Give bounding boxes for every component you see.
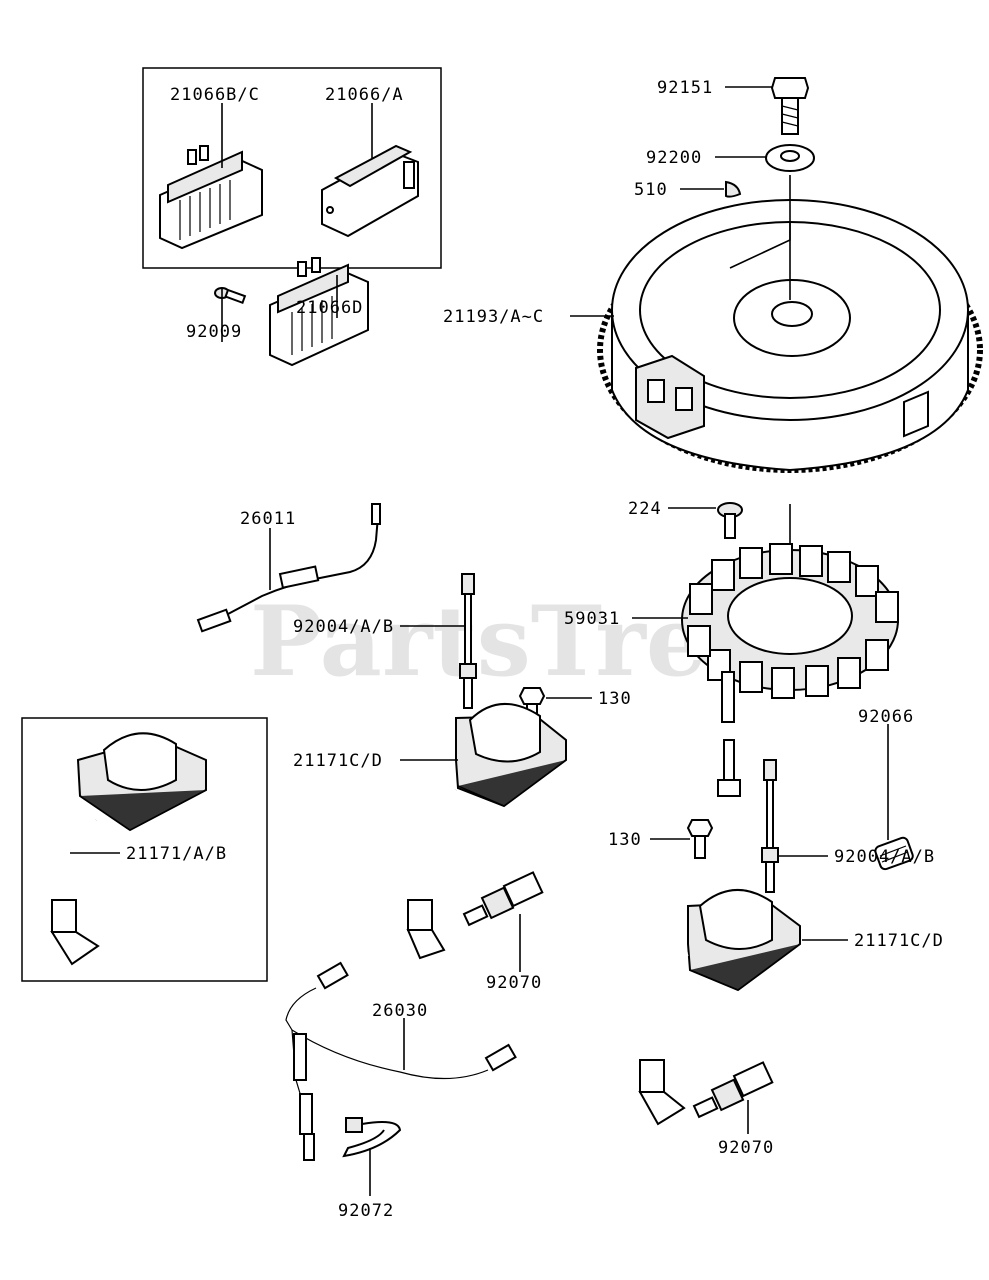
label-92066[interactable]: 92066	[858, 707, 914, 727]
flywheel-21193-part[interactable]	[597, 199, 983, 473]
key-510-part[interactable]	[725, 180, 742, 198]
label-21193[interactable]: 21193/A~C	[443, 307, 544, 327]
label-92004-left[interactable]: 92004/A/B	[293, 617, 394, 637]
label-510[interactable]: 510	[634, 180, 668, 200]
label-26011[interactable]: 26011	[240, 509, 296, 529]
screw-92009-part[interactable]	[214, 287, 247, 305]
high-tension-lead-92004-right-part[interactable]	[761, 759, 779, 893]
label-21171cd-right[interactable]: 21171C/D	[854, 931, 944, 951]
label-130-right[interactable]: 130	[608, 830, 642, 850]
screw-224-part[interactable]	[717, 502, 743, 539]
label-92151[interactable]: 92151	[657, 78, 713, 98]
high-tension-lead-92004-left-part[interactable]	[459, 573, 477, 709]
label-21171ab[interactable]: 21171/A/B	[126, 844, 227, 864]
label-21171cd-left[interactable]: 21171C/D	[293, 751, 383, 771]
bolt-130-right-part[interactable]	[686, 819, 714, 859]
washer-92200-part[interactable]	[765, 144, 815, 172]
watermark: PartsTree	[250, 585, 768, 698]
ignition-coil-21171cd-right-part[interactable]	[638, 889, 801, 1126]
label-92004-right[interactable]: 92004/A/B	[834, 847, 935, 867]
label-21066bc[interactable]: 21066B/C	[170, 85, 260, 105]
regulator-21066a-part[interactable]	[321, 144, 419, 238]
label-92200[interactable]: 92200	[646, 148, 702, 168]
stator-59031-part[interactable]	[681, 543, 899, 797]
tie-92072-part[interactable]	[342, 1117, 402, 1158]
label-92072[interactable]: 92072	[338, 1201, 394, 1221]
label-21066a[interactable]: 21066/A	[325, 85, 404, 105]
label-224[interactable]: 224	[628, 499, 662, 519]
label-130-top[interactable]: 130	[598, 689, 632, 709]
label-21066d[interactable]: 21066D	[296, 298, 363, 318]
spark-plug-92070-right-part[interactable]	[692, 1061, 774, 1119]
label-92009[interactable]: 92009	[186, 322, 242, 342]
spark-plug-92070-left-part[interactable]	[462, 871, 544, 927]
regulator-options-box	[142, 67, 442, 269]
label-26030[interactable]: 26030	[372, 1001, 428, 1021]
label-59031[interactable]: 59031	[564, 609, 620, 629]
cap-92066-part[interactable]	[874, 836, 914, 871]
harness-26030-part[interactable]	[285, 961, 517, 1161]
coil-21171ab-box	[21, 717, 268, 982]
label-92070-left[interactable]: 92070	[486, 973, 542, 993]
regulator-21066d-part[interactable]	[269, 257, 369, 367]
bolt-92151-part[interactable]	[770, 77, 810, 135]
ignition-coil-21171cd-left-part[interactable]	[406, 703, 567, 960]
wire-26011-part[interactable]	[196, 503, 381, 633]
ignition-coil-21171ab-part[interactable]	[50, 732, 207, 966]
regulator-21066bc-part[interactable]	[159, 145, 263, 250]
label-92070-right[interactable]: 92070	[718, 1138, 774, 1158]
